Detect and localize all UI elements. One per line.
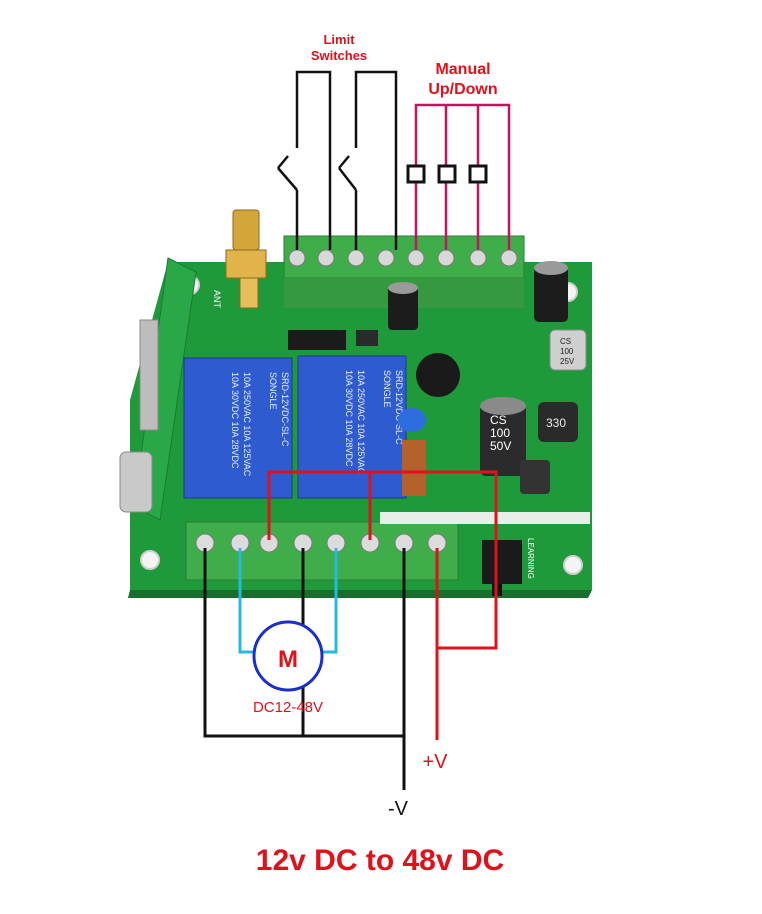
relay-2-rating-2: 10A 30VDC 10A 28VDC [344,370,354,467]
inductor: 330 [538,402,578,442]
ic-chip [288,330,346,350]
limit-switch-contacts [277,155,350,169]
mounting-hole [140,550,160,570]
bottom-terminal-block [185,521,459,581]
capacitor-right [520,460,550,494]
manual-push-buttons [406,164,488,184]
motor: M [252,620,324,692]
relay-1-model: SRD-12VDC-SL-C [280,372,290,447]
capacitor-small-label-2: 100 [560,347,574,356]
bottom-terminal-screws [195,533,447,553]
relay-1: SONGLE 10A 250VAC 10A 125VAC 10A 30VDC 1… [183,357,293,499]
db-connector [119,451,153,513]
capacitor-large-label-2: 100 [490,426,510,440]
motor-voltage-label: DC12-48V [253,699,323,716]
push-button-2 [437,164,457,184]
limit-switch-wiring [277,70,398,250]
capacitor-small-label-3: 25V [560,357,575,366]
manual-label-line2: Up/Down [428,81,497,98]
capacitor-large-label-3: 50V [490,439,511,453]
motor-symbol: M [278,646,298,673]
silkscreen-bar [380,512,590,524]
capacitor-small: CS 100 25V [549,329,587,371]
header-pins [356,330,378,346]
relay-1-brand: SONGLE [268,372,278,410]
relay-2-brand: SONGLE [382,370,392,408]
plus-v-label: +V [422,751,448,773]
relay-2: SONGLE 10A 250VAC 10A 125VAC 10A 30VDC 1… [297,355,407,499]
capacitor-small-label-1: CS [560,337,571,346]
resistor-block [402,440,426,496]
antenna-connector [225,209,267,309]
manual-switch-wiring [414,103,511,250]
capacitor-top [388,282,418,330]
minus-v-label: -V [388,798,409,820]
caption: 12v DC to 48v DC [256,844,504,877]
antenna-label: ANT [212,290,222,309]
relay-2-model: SRD-12VDC-SL-C [394,370,404,445]
learning-label: LEARNING [526,538,535,579]
capacitor-top-right [534,261,568,322]
buzzer [416,353,460,397]
capacitor-large: CS 100 50V [480,397,526,476]
positive-supply-wiring [267,470,498,740]
limit-switches-label-line2: Switches [311,48,367,63]
pcb-edge-shadow [128,590,592,598]
top-terminal-screws [288,249,518,267]
relay-1-rating-2: 10A 30VDC 10A 28VDC [230,372,240,469]
db-connector [139,319,159,431]
capacitor-large-label-1: CS [490,413,507,427]
push-button-3 [468,164,488,184]
motor-ring [252,620,324,692]
push-button-1 [406,164,426,184]
relay-1-rating-1: 10A 250VAC 10A 125VAC [242,372,252,477]
ceramic-capacitor [398,408,426,432]
manual-label-line1: Manual [435,61,490,78]
mounting-hole [563,555,583,575]
controller-board: ANT SONGLE 10A 250VAC 10A 125VAC 10A 30V… [119,209,592,598]
limit-switches-label-line1: Limit [323,32,355,47]
inductor-label: 330 [546,416,566,430]
relay-2-rating-1: 10A 250VAC 10A 125VAC [356,370,366,475]
